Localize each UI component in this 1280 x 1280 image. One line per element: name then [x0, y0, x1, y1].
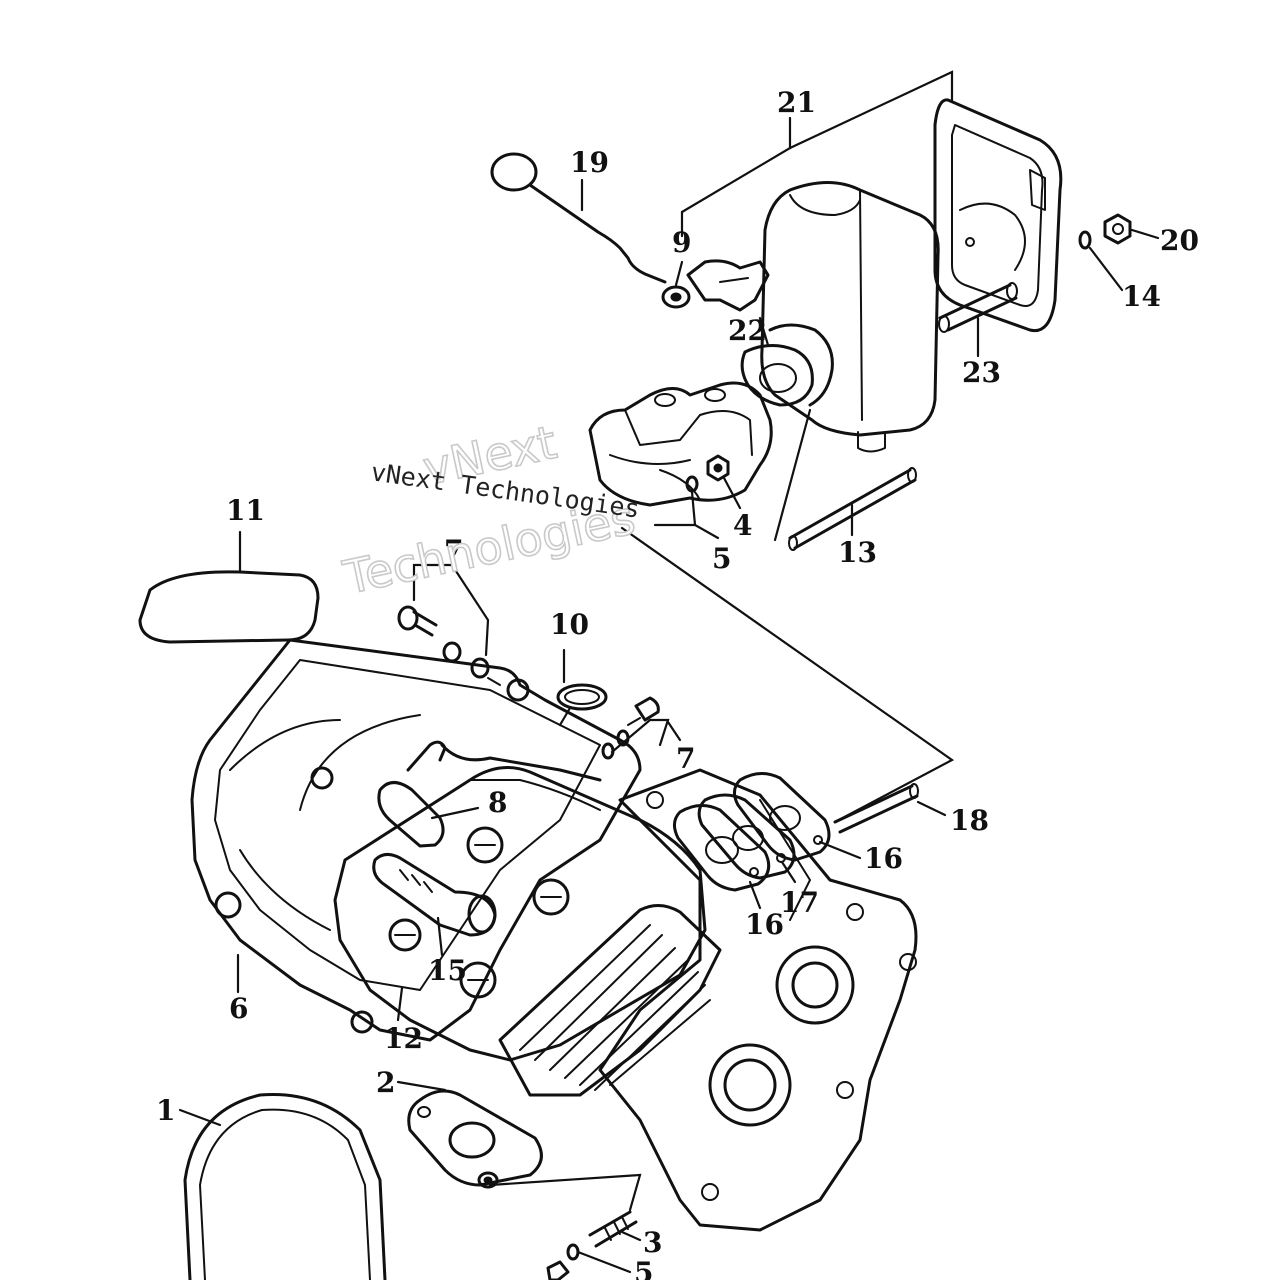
manifold-spacer [697, 793, 796, 880]
label-19: 19 [570, 146, 609, 179]
label-13: 13 [838, 536, 877, 569]
label-8: 8 [488, 786, 507, 819]
screw-set-upper [397, 605, 501, 686]
label-5-lower: 5 [634, 1256, 653, 1280]
blower-housing [190, 638, 642, 1042]
label-7-lower: 7 [676, 742, 695, 775]
label-23: 23 [962, 356, 1001, 389]
manifold-gasket-outer [733, 772, 831, 862]
label-9: 9 [672, 226, 691, 259]
long-stud [788, 467, 917, 551]
label-22: 22 [728, 314, 767, 347]
manifold-stud [833, 783, 919, 834]
label-14: 14 [1122, 280, 1161, 313]
cooling-fins [498, 904, 722, 1097]
callout-labels: 21 19 9 20 14 22 23 4 5 13 11 7 10 7 8 1… [156, 86, 1199, 1280]
flange-stud [588, 1210, 638, 1248]
end-cover [183, 1092, 387, 1280]
label-15: 15 [428, 954, 467, 987]
label-16-left: 16 [745, 908, 784, 941]
label-17: 17 [780, 886, 819, 919]
label-20: 20 [1160, 224, 1199, 257]
bottom-washer [546, 1243, 580, 1280]
spacer-ring [661, 285, 691, 309]
choke-rod [490, 152, 667, 284]
carb-nut [706, 454, 730, 482]
label-11: 11 [226, 494, 265, 527]
label-12: 12 [384, 1022, 423, 1055]
flange-fastener [477, 1171, 499, 1189]
label-7-upper: 7 [444, 534, 463, 567]
label-2: 2 [376, 1066, 395, 1099]
label-5-upper: 5 [712, 542, 731, 575]
cylinder-head-shroud [333, 766, 707, 1062]
o-ring [556, 683, 608, 711]
air-cleaner-cover [933, 98, 1063, 333]
air-cleaner-stud [938, 282, 1018, 333]
label-3: 3 [643, 1226, 662, 1259]
air-cleaner-gasket [740, 344, 814, 407]
hex-nut [1103, 213, 1132, 245]
label-6: 6 [229, 992, 248, 1025]
lock-washer [1078, 230, 1092, 250]
label-1: 1 [156, 1094, 175, 1127]
flange-gasket [407, 1089, 543, 1187]
air-cleaner-bracket [686, 259, 770, 312]
air-cleaner-housing [760, 181, 940, 453]
label-4: 4 [733, 509, 752, 542]
spark-plug [372, 853, 497, 937]
label-21: 21 [777, 86, 816, 119]
spark-plug-boot [377, 740, 602, 848]
inspection-window [138, 570, 320, 644]
carburetor [588, 381, 773, 507]
label-16-right: 16 [864, 842, 903, 875]
label-18: 18 [950, 804, 989, 837]
leader-lines [178, 70, 1160, 1274]
manifold-gasket-inner [673, 804, 771, 892]
label-10: 10 [550, 608, 589, 641]
